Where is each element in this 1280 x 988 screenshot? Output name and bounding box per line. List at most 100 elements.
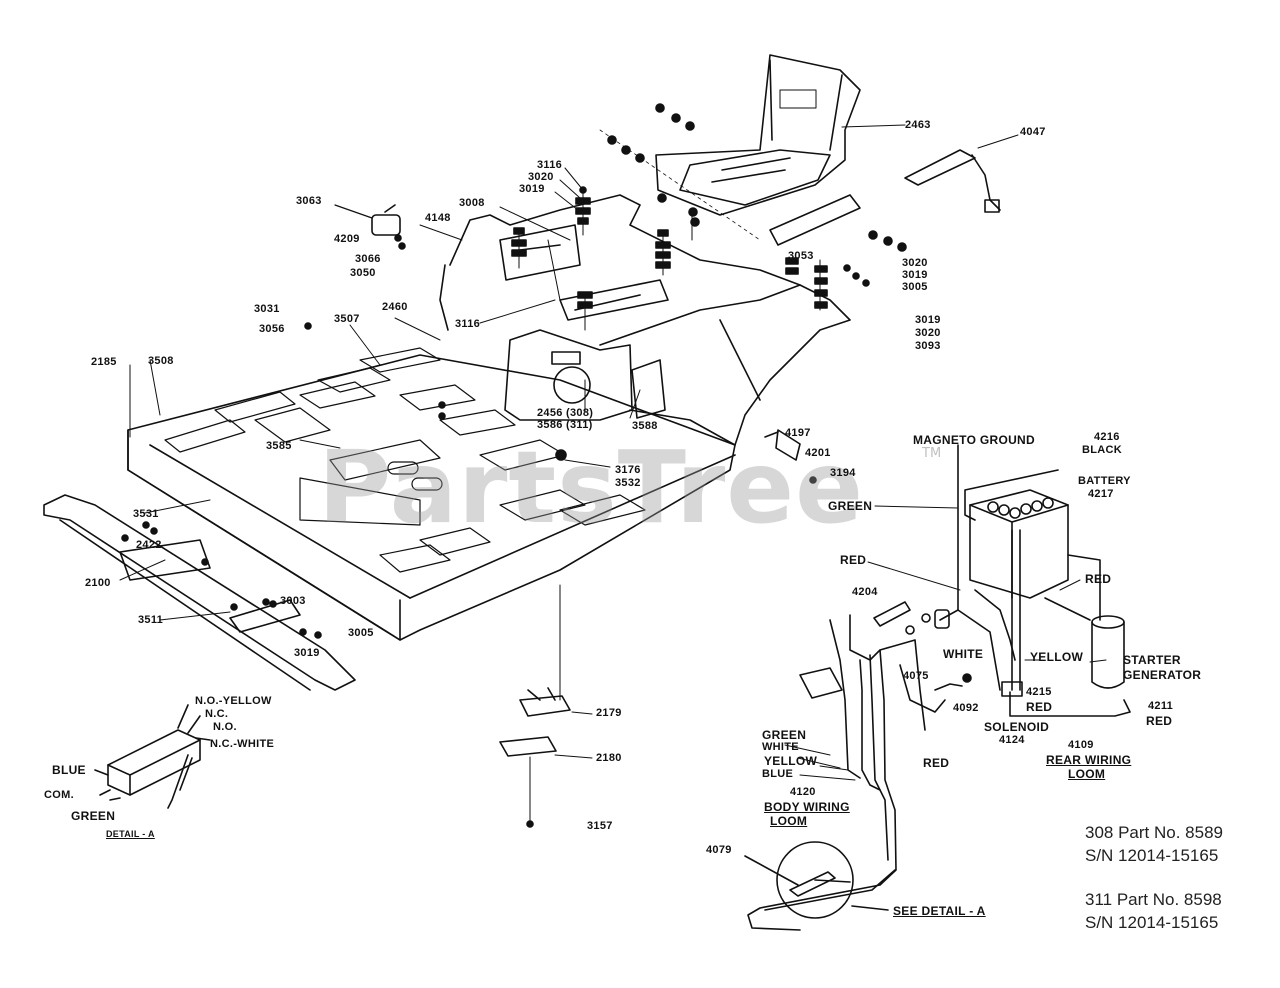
label-red-right: RED xyxy=(1085,572,1112,586)
detail-label-nc: N.C. xyxy=(205,708,229,720)
part-label-3019-d: 3019 xyxy=(294,647,320,659)
label-blue-loom: BLUE xyxy=(762,768,794,780)
label-white: WHITE xyxy=(943,647,984,661)
label-yellow-loom: YELLOW xyxy=(764,754,818,768)
part-label-3066: 3066 xyxy=(355,253,381,265)
part-label-4079: 4079 xyxy=(706,844,732,856)
label-red-loom: RED xyxy=(923,756,950,770)
label-loom-body: LOOM xyxy=(770,814,808,828)
footrest-deck xyxy=(127,347,736,641)
part-label-3031: 3031 xyxy=(254,303,280,315)
part-label-4092: 4092 xyxy=(953,702,979,714)
part-label-3020-c: 3020 xyxy=(915,327,941,339)
detail-label-no: N.O. xyxy=(213,721,237,733)
part-label-2460: 2460 xyxy=(382,301,408,313)
label-body-wiring: BODY WIRING xyxy=(764,800,850,814)
part-label-3019-b: 3019 xyxy=(902,269,928,281)
part-label-4204: 4204 xyxy=(852,586,878,598)
part-label-2422: 2422 xyxy=(136,539,162,551)
label-battery: BATTERY xyxy=(1078,475,1131,487)
seat-switch-4047 xyxy=(904,149,1001,213)
part-label-2185: 2185 xyxy=(91,356,117,368)
detail-label-green: GREEN xyxy=(71,809,116,823)
part-label-3116-a: 3116 xyxy=(537,159,563,171)
label-solenoid: SOLENOID xyxy=(984,720,1050,734)
connector-4197 xyxy=(764,429,801,461)
seat-axis-line xyxy=(599,129,761,241)
part-label-3003: 3003 xyxy=(280,595,306,607)
part-label-3005-a: 3005 xyxy=(902,281,928,293)
part-label-3019-a: 3019 xyxy=(519,183,545,195)
label-red-4211: RED xyxy=(1146,714,1173,728)
bolt-shafts xyxy=(419,192,821,331)
seat-brackets xyxy=(499,194,861,321)
part-label-4075: 4075 xyxy=(903,670,929,682)
part-label-2179: 2179 xyxy=(596,707,622,719)
label-green-top: GREEN xyxy=(828,499,873,513)
rear-fender xyxy=(439,194,851,446)
detail-label-com: COM. xyxy=(44,789,74,801)
label-white-loom: WHITE xyxy=(762,741,799,753)
part-label-3093: 3093 xyxy=(915,340,941,352)
part-label-4216: 4216 xyxy=(1094,431,1120,443)
part-label-2100: 2100 xyxy=(85,577,111,589)
part-label-3511: 3511 xyxy=(138,614,164,626)
part-label-3532: 3532 xyxy=(615,477,641,489)
wiring-harness xyxy=(744,444,1131,931)
part-label-4148: 4148 xyxy=(425,212,451,224)
part-label-3507: 3507 xyxy=(334,313,360,325)
watermark-tm: TM xyxy=(922,446,942,461)
label-starter: STARTER xyxy=(1123,653,1181,667)
label-see-detail: SEE DETAIL - A xyxy=(893,904,986,918)
model-308-sn: S/N 12014-15165 xyxy=(1085,846,1219,865)
part-label-4047: 4047 xyxy=(1020,126,1046,138)
model-311-part: 311 Part No. 8598 xyxy=(1085,890,1222,909)
model-311-sn: S/N 12014-15165 xyxy=(1085,913,1219,932)
part-label-3116-b: 3116 xyxy=(455,318,481,330)
part-label-3053: 3053 xyxy=(788,250,814,262)
part-label-4217: 4217 xyxy=(1088,488,1114,500)
part-label-3020-a: 3020 xyxy=(528,171,554,183)
label-red-left: RED xyxy=(840,553,867,567)
part-label-4215: 4215 xyxy=(1026,686,1052,698)
seat-hardware xyxy=(607,103,907,252)
front-hardware xyxy=(121,322,446,639)
wiring-leaders xyxy=(784,444,1107,781)
detail-label-no-yellow: N.O.-YELLOW xyxy=(195,695,272,707)
part-label-4124: 4124 xyxy=(999,734,1025,746)
label-magneto-ground: MAGNETO GROUND xyxy=(913,433,1035,447)
part-label-4197: 4197 xyxy=(785,427,811,439)
part-label-3063: 3063 xyxy=(296,195,322,207)
pin-assembly-4209 xyxy=(334,204,406,250)
leader-4047 xyxy=(977,134,1019,149)
label-loom-rear: LOOM xyxy=(1068,767,1106,781)
seat-2463 xyxy=(655,54,861,216)
part-label-2180: 2180 xyxy=(596,752,622,764)
part-label-3194: 3194 xyxy=(830,467,856,479)
part-label-3588: 3588 xyxy=(632,420,658,432)
part-label-3176: 3176 xyxy=(615,464,641,476)
part-label-3531: 3531 xyxy=(133,508,159,520)
part-label-4120: 4120 xyxy=(790,786,816,798)
part-label-3020-b: 3020 xyxy=(902,257,928,269)
part-label-3008: 3008 xyxy=(459,197,485,209)
label-green-loom: GREEN xyxy=(762,728,807,742)
detail-title: DETAIL - A xyxy=(106,829,155,839)
part-label-3508: 3508 xyxy=(148,355,174,367)
label-yellow: YELLOW xyxy=(1030,650,1084,664)
part-label-3056: 3056 xyxy=(259,323,285,335)
detail-label-nc-white: N.C.-WHITE xyxy=(210,738,275,750)
brackets-2179-2180 xyxy=(499,584,593,828)
part-label-4201: 4201 xyxy=(805,447,831,459)
model-308-part: 308 Part No. 8589 xyxy=(1085,823,1223,842)
front-bracket-2100 xyxy=(43,494,356,691)
part-label-4211: 4211 xyxy=(1148,700,1174,712)
detail-a-switch xyxy=(94,704,211,809)
label-black: BLACK xyxy=(1082,444,1122,456)
part-leaders xyxy=(119,167,641,621)
part-label-4209: 4209 xyxy=(334,233,360,245)
part-label-3157: 3157 xyxy=(587,820,613,832)
watermark: PartsTree xyxy=(318,429,864,546)
